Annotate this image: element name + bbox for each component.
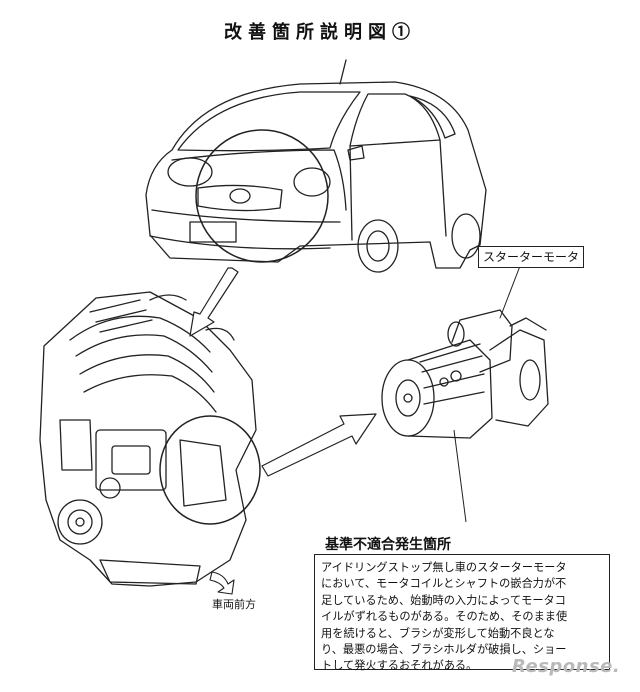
- defect-leader-line: [453, 429, 467, 523]
- arrow-engine-to-starter: [261, 413, 377, 477]
- starter-motor-label: スターターモータ: [478, 246, 584, 268]
- defect-location-title: 基準不適合発生箇所: [325, 537, 451, 553]
- defect-description: アイドリングストップ無し車のスターターモータ において、モータコイルとシャフトの…: [314, 554, 610, 672]
- car-illustration: [145, 59, 487, 273]
- arrow-car-to-engine: [189, 267, 239, 337]
- engine-illustration: [39, 291, 261, 587]
- response-watermark: Response.: [512, 656, 621, 677]
- starter-motor-illustration: [381, 265, 549, 439]
- vehicle-front-label: 車両前方: [212, 598, 256, 611]
- diagram-title: 改善箇所説明図①: [224, 22, 416, 43]
- front-direction-arrow: [209, 571, 235, 595]
